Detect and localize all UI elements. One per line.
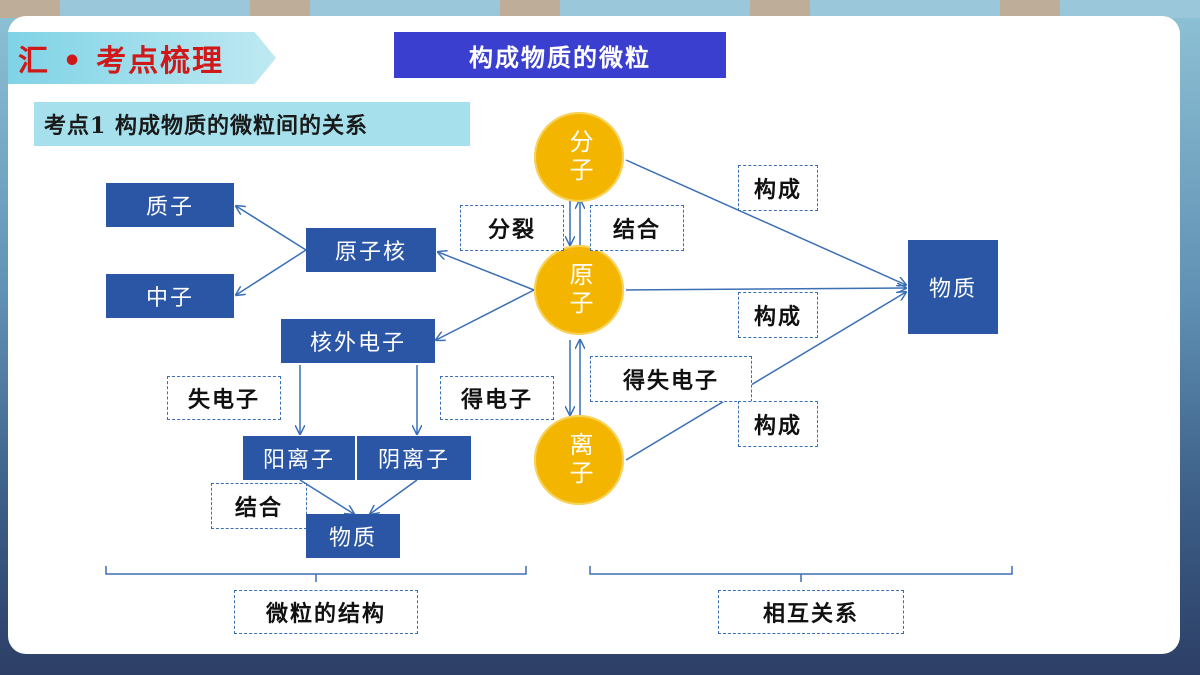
node-molecule: 分子 — [534, 112, 624, 202]
node-substance: 物质 — [908, 240, 998, 334]
node-substance-ionic: 物质 — [306, 514, 400, 558]
label-lose-electron: 失电子 — [167, 376, 281, 420]
section-tag-label: 汇 • 考点梳理 — [18, 44, 225, 79]
node-cation: 阳离子 — [243, 436, 355, 480]
label-gain-electron: 得电子 — [440, 376, 554, 420]
background-window-strip — [0, 0, 1200, 18]
label-gain-lose-electron: 得失电子 — [590, 356, 752, 402]
node-neutron: 中子 — [106, 274, 234, 318]
node-electrons: 核外电子 — [281, 319, 435, 363]
node-ion: 离子 — [534, 415, 624, 505]
node-proton: 质子 — [106, 183, 234, 227]
node-atom: 原子 — [534, 245, 624, 335]
label-compose-molecule: 构成 — [738, 165, 818, 211]
topic-subtitle: 考点1 构成物质的微粒间的关系 — [34, 102, 470, 146]
label-combine-atoms: 结合 — [590, 205, 684, 251]
node-nucleus: 原子核 — [306, 228, 436, 272]
label-split: 分裂 — [460, 205, 564, 251]
label-compose-ion: 构成 — [738, 401, 818, 447]
caption-relations: 相互关系 — [718, 590, 904, 634]
section-tag: 汇 • 考点梳理 — [8, 32, 276, 84]
label-compose-atom: 构成 — [738, 292, 818, 338]
node-anion: 阴离子 — [357, 436, 471, 480]
page-title: 构成物质的微粒 — [394, 32, 726, 78]
label-combine-ions: 结合 — [211, 483, 307, 529]
caption-structure: 微粒的结构 — [234, 590, 418, 634]
